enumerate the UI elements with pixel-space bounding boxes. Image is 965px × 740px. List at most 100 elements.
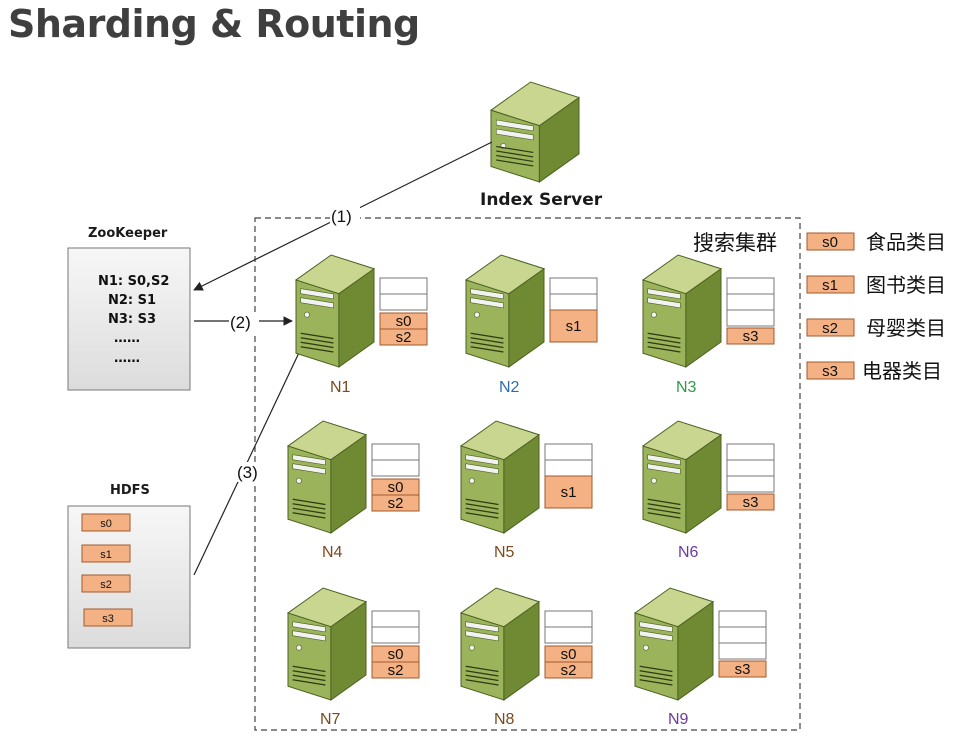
cluster-title: 搜索集群 (693, 231, 777, 255)
shard-block (549, 309, 598, 343)
hdfs-shard (81, 513, 131, 532)
shard-block (371, 661, 420, 679)
empty-slot (379, 277, 428, 295)
empty-slot (726, 293, 775, 311)
shard-label: s2 (388, 662, 404, 679)
empty-slot (371, 626, 420, 644)
shard-label: s1 (561, 484, 577, 501)
shard-stack: s3 (726, 277, 775, 345)
shard-label: s2 (396, 329, 412, 346)
shard-block (726, 327, 775, 345)
zookeeper-line: …… (114, 351, 140, 366)
legend-category: 图书类目 (866, 273, 946, 297)
server-icon (459, 587, 541, 701)
hdfs-shard-label: s3 (102, 613, 114, 625)
shard-block (718, 660, 767, 678)
node-label: N3 (676, 379, 697, 396)
empty-slot (371, 610, 420, 628)
hdfs-shard-label: s0 (100, 518, 112, 530)
hdfs-shard (81, 544, 131, 563)
empty-slot (549, 277, 598, 295)
zookeeper-box (67, 247, 191, 391)
step-label: (3) (237, 463, 258, 482)
zookeeper-line: N3: S3 (108, 312, 156, 327)
legend-category: 母婴类目 (866, 316, 946, 340)
index-server-label: Index Server (480, 190, 603, 210)
empty-slot (726, 309, 775, 327)
legend-shard-label: s1 (822, 277, 838, 294)
shard-label: s3 (743, 494, 759, 511)
page-title: Sharding & Routing (8, 2, 420, 46)
legend-item: s1 图书类目 (806, 273, 946, 297)
hdfs-shard-label: s2 (100, 579, 112, 591)
server-icon (489, 81, 581, 183)
shard-label: s0 (388, 646, 404, 663)
legend-shard-label: s3 (822, 363, 838, 380)
shard-block (544, 475, 593, 509)
empty-slot (726, 443, 775, 461)
shard-block (371, 494, 420, 512)
shard-stack: s1 (549, 277, 598, 343)
shard-label: s0 (396, 313, 412, 330)
shard-stack: s1 (544, 443, 593, 509)
zookeeper-line: N1: S0,S2 (98, 274, 169, 289)
empty-slot (726, 459, 775, 477)
shard-label: s3 (743, 328, 759, 345)
empty-slot (544, 443, 593, 461)
shard-label: s0 (388, 479, 404, 496)
shard-label: s2 (561, 662, 577, 679)
shard-stack: s3 (726, 443, 775, 511)
server-icon (641, 254, 723, 368)
legend-shard-label: s2 (822, 320, 838, 337)
empty-slot (544, 626, 593, 644)
node-label: N1 (330, 379, 351, 396)
index-server-icon (489, 81, 581, 183)
shard-block (544, 661, 593, 679)
node-label: N9 (668, 711, 689, 728)
node-label: N5 (494, 544, 515, 561)
legend-swatch (806, 232, 855, 251)
zookeeper-line: N2: S1 (108, 293, 156, 308)
legend-item: s2 母婴类目 (806, 316, 946, 340)
arrow-step-3 (193, 339, 306, 576)
legend-shard-label: s0 (822, 234, 838, 251)
server-icon (286, 420, 368, 534)
zookeeper-line: …… (114, 331, 140, 346)
server-icon (294, 254, 376, 368)
node-label: N6 (678, 544, 699, 561)
node-label: N7 (320, 711, 341, 728)
empty-slot (718, 610, 767, 628)
cluster-frame (254, 217, 801, 731)
server-icon (464, 254, 546, 368)
server-icon (459, 420, 541, 534)
hdfs-label: HDFS (110, 483, 150, 498)
legend-swatch (806, 318, 855, 337)
legend-category: 电器类目 (862, 359, 942, 383)
shard-stack: s3 (718, 610, 767, 678)
shard-label: s2 (388, 495, 404, 512)
empty-slot (726, 277, 775, 295)
shard-label: s0 (561, 646, 577, 663)
empty-slot (544, 459, 593, 477)
shard-label: s3 (735, 661, 751, 678)
hdfs-shard (83, 608, 133, 627)
step-label: (1) (331, 207, 352, 226)
empty-slot (544, 610, 593, 628)
node-label: N4 (322, 544, 343, 561)
node-label: N8 (494, 711, 515, 728)
hdfs-shard-label: s1 (100, 549, 112, 561)
legend-swatch (806, 275, 855, 294)
